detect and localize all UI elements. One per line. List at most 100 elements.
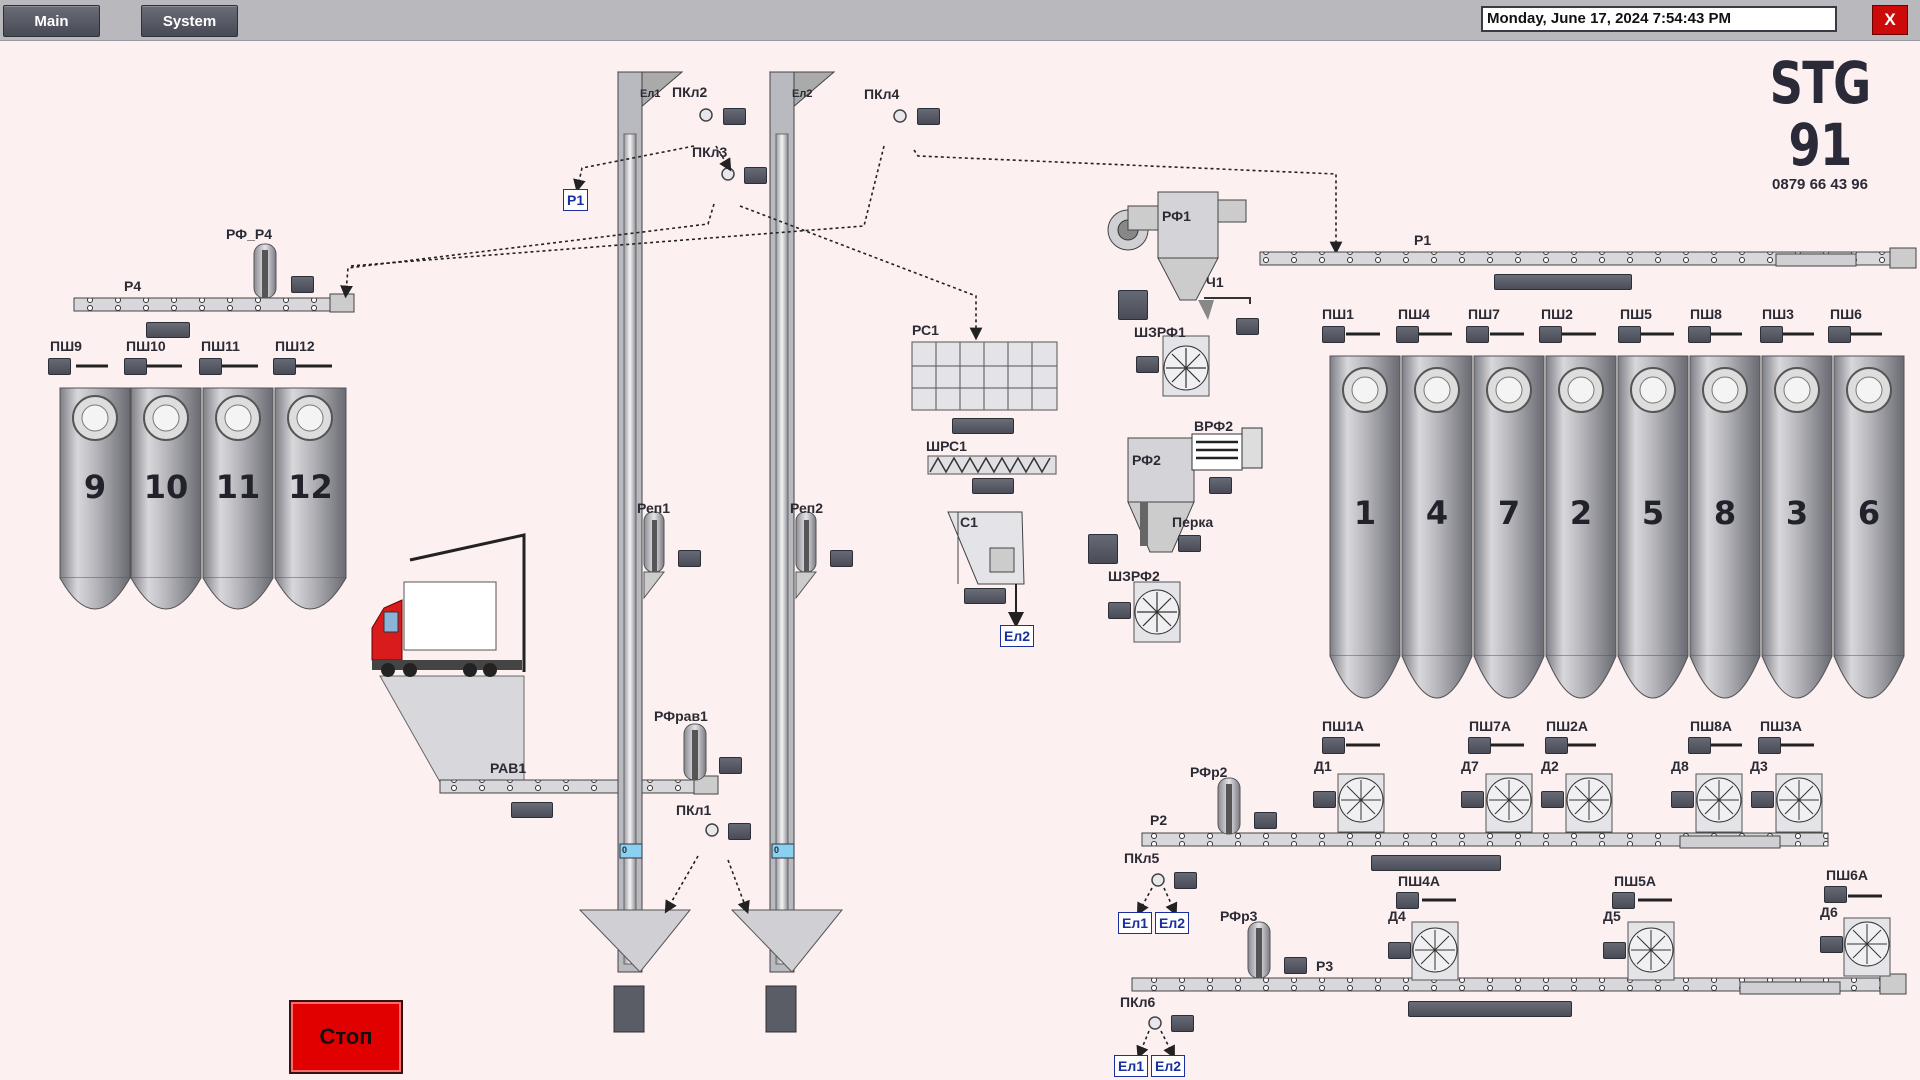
indicator-d6[interactable] [1820,936,1843,953]
indicator-pkl1[interactable] [728,823,751,840]
silo-8[interactable] [1689,355,1761,699]
indicator-ch1[interactable] [1236,318,1259,335]
doser-d7[interactable] [1485,773,1533,833]
filter-rfr2[interactable] [1217,777,1241,835]
doser-d2[interactable] [1565,773,1613,833]
indicator-psh3[interactable] [1760,326,1783,343]
cleaner-c1[interactable] [947,511,1025,628]
indicator-psh4a[interactable] [1396,892,1419,909]
system-button[interactable]: System [141,5,238,37]
indicator-psh6a[interactable] [1824,886,1847,903]
valve-pkl4[interactable] [893,109,907,123]
indicator-c1[interactable] [964,588,1006,604]
indicator-rfr3[interactable] [1284,957,1307,974]
indicator-d4[interactable] [1388,942,1411,959]
indicator-psh7[interactable] [1466,326,1489,343]
sieve-rs1[interactable] [911,341,1058,411]
indicator-pkl5[interactable] [1174,872,1197,889]
silo-12[interactable] [274,387,347,610]
indicator-psh1a[interactable] [1322,737,1345,754]
indicator-psh10[interactable] [124,358,147,375]
indicator-rf-r4[interactable] [291,276,314,293]
silo-1[interactable] [1329,355,1401,699]
indicator-r2[interactable] [1371,855,1501,871]
indicator-rav1[interactable] [511,802,553,818]
fan-shzrf1[interactable] [1162,335,1210,397]
truck-unloading-hopper[interactable] [371,533,526,783]
indicator-pkl2[interactable] [723,108,746,125]
indicator-rs1[interactable] [952,418,1014,434]
indicator-d3[interactable] [1751,791,1774,808]
indicator-rf2[interactable] [1088,534,1118,564]
valve-pkl6[interactable] [1148,1016,1162,1030]
indicator-rep2[interactable] [830,550,853,567]
indicator-psh7a[interactable] [1468,737,1491,754]
indicator-d1[interactable] [1313,791,1336,808]
indicator-psh1[interactable] [1322,326,1345,343]
conveyor-r2[interactable] [1141,832,1829,849]
valve-pkl1[interactable] [705,823,719,837]
indicator-d5[interactable] [1603,942,1626,959]
fan-shzrf2[interactable] [1133,581,1181,643]
indicator-pkl3[interactable] [744,167,767,184]
elevator-el1[interactable] [578,71,692,1033]
close-button[interactable]: X [1872,5,1908,35]
indicator-pkl6[interactable] [1171,1015,1194,1032]
silo-10[interactable] [130,387,202,610]
conveyor-r4[interactable] [73,293,355,313]
filter-rfrav1[interactable] [683,723,707,781]
silo-4[interactable] [1401,355,1473,699]
separator-rep2[interactable] [795,511,818,600]
indicator-psh12[interactable] [273,358,296,375]
doser-d5[interactable] [1627,921,1675,981]
indicator-psh6[interactable] [1828,326,1851,343]
separator-rep1[interactable] [643,511,666,600]
elevator-el2[interactable] [730,71,844,1033]
indicator-r1[interactable] [1494,274,1632,290]
stop-button[interactable]: Стоп [289,1000,403,1074]
indicator-psh4[interactable] [1396,326,1419,343]
indicator-psh8a[interactable] [1688,737,1711,754]
valve-pkl3[interactable] [721,167,735,181]
dest-el1-pkl6[interactable]: Ел1 [1114,1055,1149,1077]
conveyor-rav1[interactable] [439,775,719,795]
silo-6[interactable] [1833,355,1905,699]
filter-rf1[interactable] [1107,191,1251,320]
indicator-rfrav1[interactable] [719,757,742,774]
filter-rf-r4[interactable] [253,243,277,299]
indicator-perka[interactable] [1178,535,1201,552]
indicator-shrs1[interactable] [972,478,1014,494]
main-button[interactable]: Main [3,5,100,37]
doser-d4[interactable] [1411,921,1459,981]
silo-9[interactable] [59,387,131,610]
indicator-r3[interactable] [1408,1001,1572,1017]
filter-rfr3[interactable] [1247,921,1271,979]
dest-el2-c1[interactable]: Ел2 [1000,625,1035,647]
doser-d1[interactable] [1337,773,1385,833]
doser-d8[interactable] [1695,773,1743,833]
doser-d6[interactable] [1843,917,1891,977]
dest-p1[interactable]: Р1 [563,189,589,211]
indicator-shzrf2[interactable] [1108,602,1131,619]
indicator-vrf2[interactable] [1209,477,1232,494]
indicator-psh2a[interactable] [1545,737,1568,754]
indicator-d2[interactable] [1541,791,1564,808]
conveyor-r3[interactable] [1131,973,1907,995]
indicator-pkl4[interactable] [917,108,940,125]
silo-3[interactable] [1761,355,1833,699]
conveyor-r1[interactable] [1259,247,1917,269]
silo-7[interactable] [1473,355,1545,699]
dest-el2-pkl6[interactable]: Ел2 [1151,1055,1186,1077]
screw-shrs1[interactable] [927,455,1057,475]
indicator-shzrf1[interactable] [1136,356,1159,373]
doser-d3[interactable] [1775,773,1823,833]
dest-el2-pkl5[interactable]: Ел2 [1155,912,1190,934]
silo-5[interactable] [1617,355,1689,699]
silo-11[interactable] [202,387,274,610]
indicator-rf1[interactable] [1118,290,1148,320]
indicator-rep1[interactable] [678,550,701,567]
indicator-psh8[interactable] [1688,326,1711,343]
indicator-rfr2[interactable] [1254,812,1277,829]
indicator-psh5a[interactable] [1612,892,1635,909]
indicator-d8[interactable] [1671,791,1694,808]
